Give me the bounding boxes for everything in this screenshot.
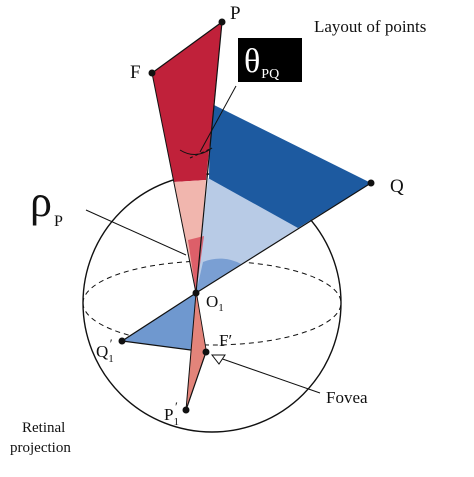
label-retinal: Retinal [22, 420, 65, 436]
point-F-prime [202, 348, 210, 356]
theta-pointer-line [199, 85, 237, 153]
sphere-equator-front [82, 302, 342, 346]
point-Q1 [118, 337, 126, 345]
point-O1 [192, 289, 200, 297]
label-theta: θPQ [244, 43, 279, 82]
edge-P-O1 [195, 21, 223, 294]
rho-pointer-line [85, 209, 187, 256]
fovea-pointer-line [213, 355, 321, 394]
title-text: Layout of points [314, 17, 426, 36]
label-fovea: Fovea [326, 388, 368, 407]
sphere-equator-back [82, 260, 342, 304]
label-Q1-prime: Q1′ [96, 336, 114, 365]
fovea-arrowhead [210, 354, 226, 365]
red-triangle-outer [152, 22, 222, 182]
edge-O1-P1 [185, 292, 197, 411]
edge-F-P [151, 21, 223, 74]
edge-Q-O1 [195, 182, 372, 294]
point-P [218, 18, 226, 26]
edge-F-O1 [151, 72, 197, 294]
label-F: F [130, 62, 141, 83]
label-O1: O1 [206, 292, 224, 314]
edge-O1-Q1 [121, 292, 197, 342]
theta-angle-arc [179, 147, 213, 155]
edge-F-P1 [185, 351, 207, 411]
label-projection: projection [10, 440, 71, 456]
point-Q [367, 179, 375, 187]
blue-angle-wedge [196, 258, 241, 293]
label-F-prime: F′ [219, 331, 232, 350]
point-P1 [182, 406, 190, 414]
label-P: P [230, 3, 241, 24]
retina-red-sliver [186, 293, 206, 410]
label-Q: Q [390, 176, 404, 197]
theta-label-box [238, 38, 302, 82]
label-P1-prime: P1′ [164, 399, 179, 428]
retina-blue-triangle [122, 293, 206, 352]
point-F [148, 69, 156, 77]
theta-angle-dash [189, 147, 213, 159]
